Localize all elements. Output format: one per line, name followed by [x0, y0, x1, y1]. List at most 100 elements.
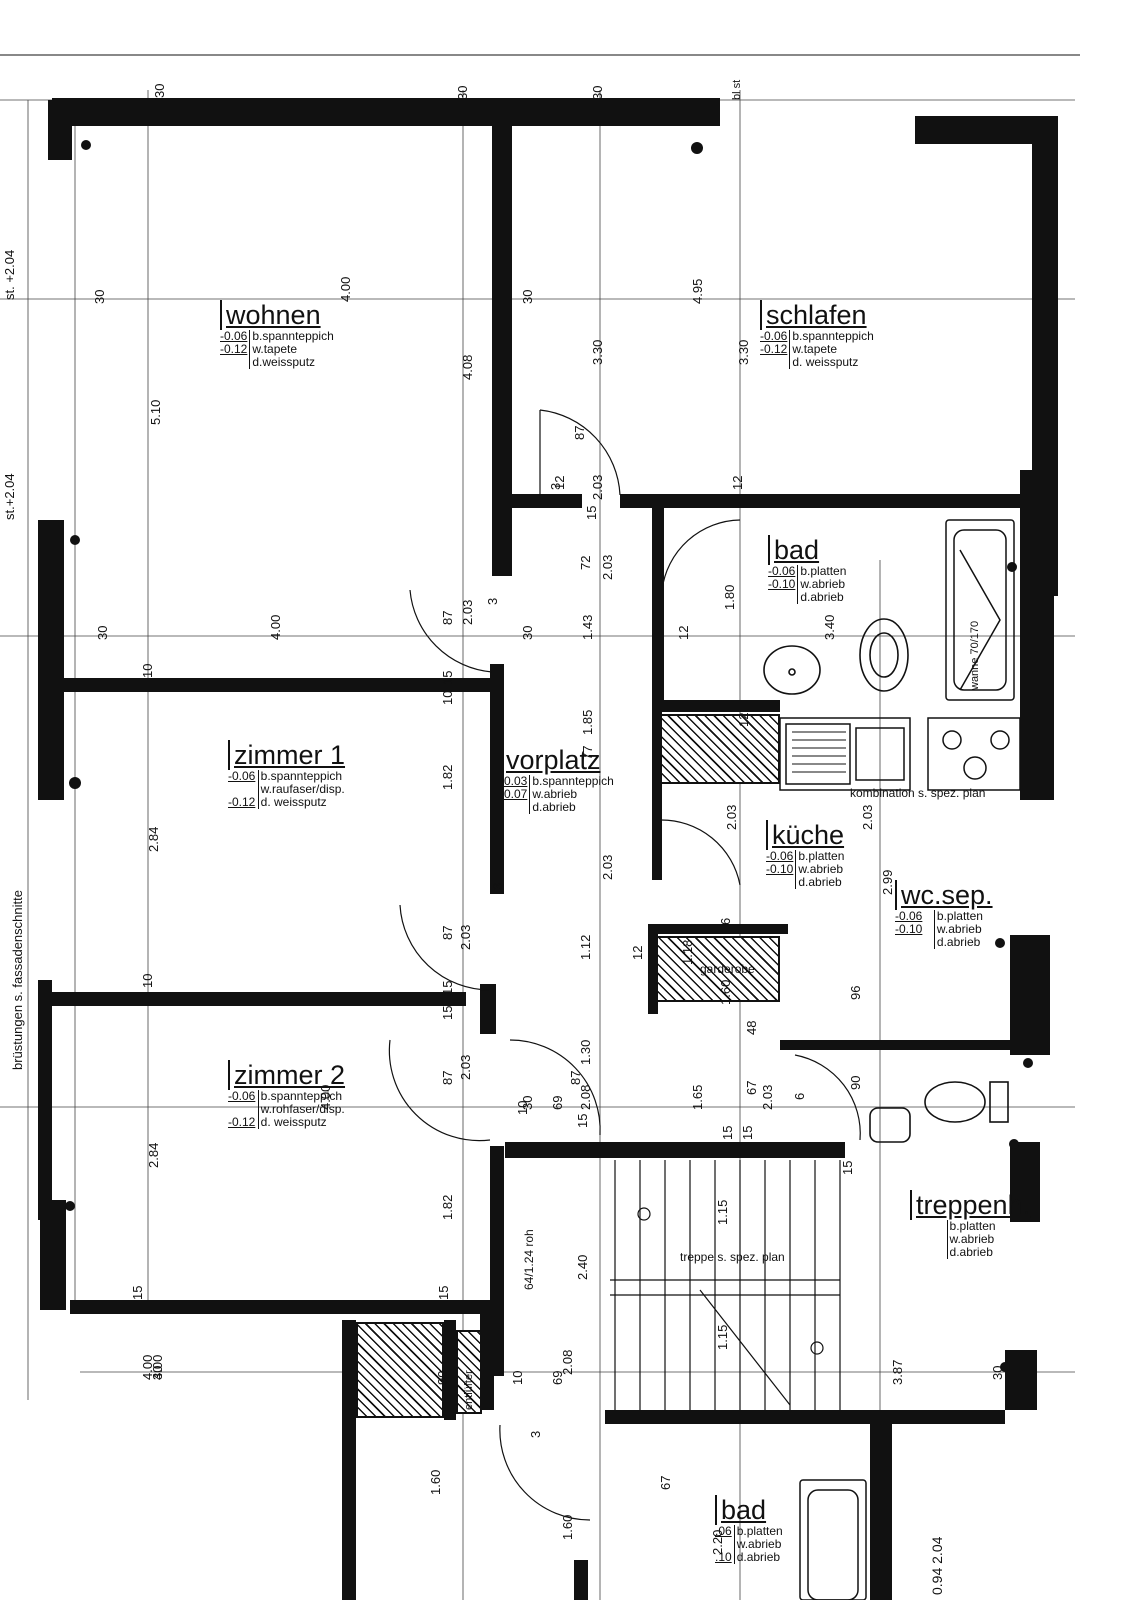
gefaelle-note: 64/1.24 roh: [522, 1229, 536, 1290]
spec-material: b.spannteppich: [252, 329, 334, 343]
spec-value: -0.10: [768, 578, 799, 591]
spec-value: .10: [715, 1551, 735, 1564]
spec-material: d.weissputz: [252, 355, 316, 369]
spec-material: b.platten: [936, 909, 983, 923]
dimension-label: 87: [440, 925, 455, 940]
room-name: zimmer 2: [228, 1060, 345, 1090]
spec-value: -0.10: [895, 923, 935, 936]
entluefter-note: entlüfter: [463, 1370, 475, 1410]
dimension-label: 2.03: [600, 854, 615, 880]
dimension-label: 6: [718, 917, 733, 925]
dimension-label: 30: [455, 85, 470, 100]
dimension-label: 10: [510, 1370, 525, 1385]
dimension-label: 1.15: [715, 1199, 730, 1225]
room-name: treppenh.: [910, 1190, 1030, 1220]
dimension-label: 12: [730, 475, 745, 490]
dimension-label: 1.43: [580, 614, 595, 640]
foot-note: 0.94 2.04: [929, 1536, 945, 1595]
room-treppenhaus: treppenh. b.platten w.abrieb d.abrieb: [910, 1190, 1030, 1259]
dimension-label: 2.03: [458, 1054, 473, 1080]
dimension-label: 1.82: [440, 1194, 455, 1220]
dimension-label: 77: [580, 745, 595, 760]
spec-value: [715, 1538, 735, 1551]
spec-value: [220, 356, 251, 369]
dimension-label: 6: [792, 1092, 807, 1100]
dimension-label: 2.99: [880, 869, 895, 895]
dimension-label: 1.82: [440, 764, 455, 790]
spec-value: [500, 801, 531, 814]
spec-value: [228, 783, 259, 796]
dimension-label: 12: [630, 945, 645, 960]
spec-material: w.raufaser/disp.: [260, 782, 345, 796]
spec-material: b.spannteppich: [532, 774, 614, 788]
dimension-label: 10: [515, 1100, 530, 1115]
spec-value: -0.12: [228, 1116, 259, 1129]
dimension-label: 3: [485, 597, 500, 605]
garderobe-note: garderobe: [700, 962, 755, 976]
room-name: küche: [766, 820, 844, 850]
dimension-label: 15: [584, 505, 599, 520]
dimension-label: 4.08: [460, 354, 475, 380]
room-name: wohnen: [220, 300, 334, 330]
spec-value: -0.12: [760, 343, 791, 356]
spec-material: w.rohfaser/disp.: [260, 1102, 345, 1116]
dimension-label: 3: [528, 1430, 543, 1438]
dimension-label: 1.60: [428, 1469, 443, 1495]
dimension-label: 2.03: [460, 599, 475, 625]
spec-material: w.tapete: [792, 342, 838, 356]
dimension-label: 90: [848, 1075, 863, 1090]
spec-material: b.spannteppich: [260, 1089, 343, 1103]
spec-value: -0.10: [766, 863, 797, 876]
shaft-hatch: [660, 714, 780, 784]
spec-value: [760, 356, 791, 369]
room-name: zimmer 1: [228, 740, 345, 770]
spec-value: -0.07: [500, 788, 531, 801]
dimension-label: 15: [440, 670, 455, 685]
dimension-label: 3: [548, 482, 563, 490]
dimension-label: 5.10: [148, 399, 163, 425]
spec-value: -0.12: [220, 343, 251, 356]
dimension-label: 87: [440, 1070, 455, 1085]
spec-value: [910, 1246, 948, 1259]
spec-value: .06: [715, 1525, 735, 1538]
spec-material: b.platten: [800, 564, 847, 578]
dimension-label: 15: [575, 1113, 590, 1128]
dimension-label: 1.65: [690, 1084, 705, 1110]
dimension-label: 10: [140, 663, 155, 678]
kombination-note: kombination s. spez. plan: [850, 786, 986, 800]
spec-material: w.abrieb: [936, 922, 982, 936]
dimension-label: 87: [572, 425, 587, 440]
dimension-label: 12: [736, 712, 751, 727]
dimension-label: 15: [130, 1285, 145, 1300]
dimension-label: 3.30: [590, 339, 605, 365]
dimension-label: 1.60: [718, 979, 733, 1005]
elevation-note: st.+2.04: [2, 473, 17, 520]
spec-value: -0.06: [768, 565, 799, 578]
spec-value: -0.06: [220, 330, 251, 343]
spec-value: -0.06: [766, 850, 797, 863]
dimension-label: 15: [720, 1125, 735, 1140]
spec-material: w.tapete: [252, 342, 298, 356]
dimension-label: 12: [676, 625, 691, 640]
dimension-label: 10: [140, 973, 155, 988]
dimension-label: 30: [152, 83, 167, 98]
dimension-label: 30: [92, 289, 107, 304]
spec-value: [228, 1103, 259, 1116]
dimension-label: 3: [490, 882, 505, 890]
dimension-label: 1.60: [560, 1514, 575, 1540]
spec-value: -0.06: [760, 330, 791, 343]
dimension-label: 30: [95, 625, 110, 640]
elevation-note: st. +2.04: [2, 249, 17, 300]
spec-material: w.abrieb: [532, 787, 578, 801]
room-name: schlafen: [760, 300, 874, 330]
spec-value: -0.12: [228, 796, 259, 809]
dimension-label: 2.84: [146, 826, 161, 852]
wanne-note: wanne 70/170: [969, 620, 981, 690]
